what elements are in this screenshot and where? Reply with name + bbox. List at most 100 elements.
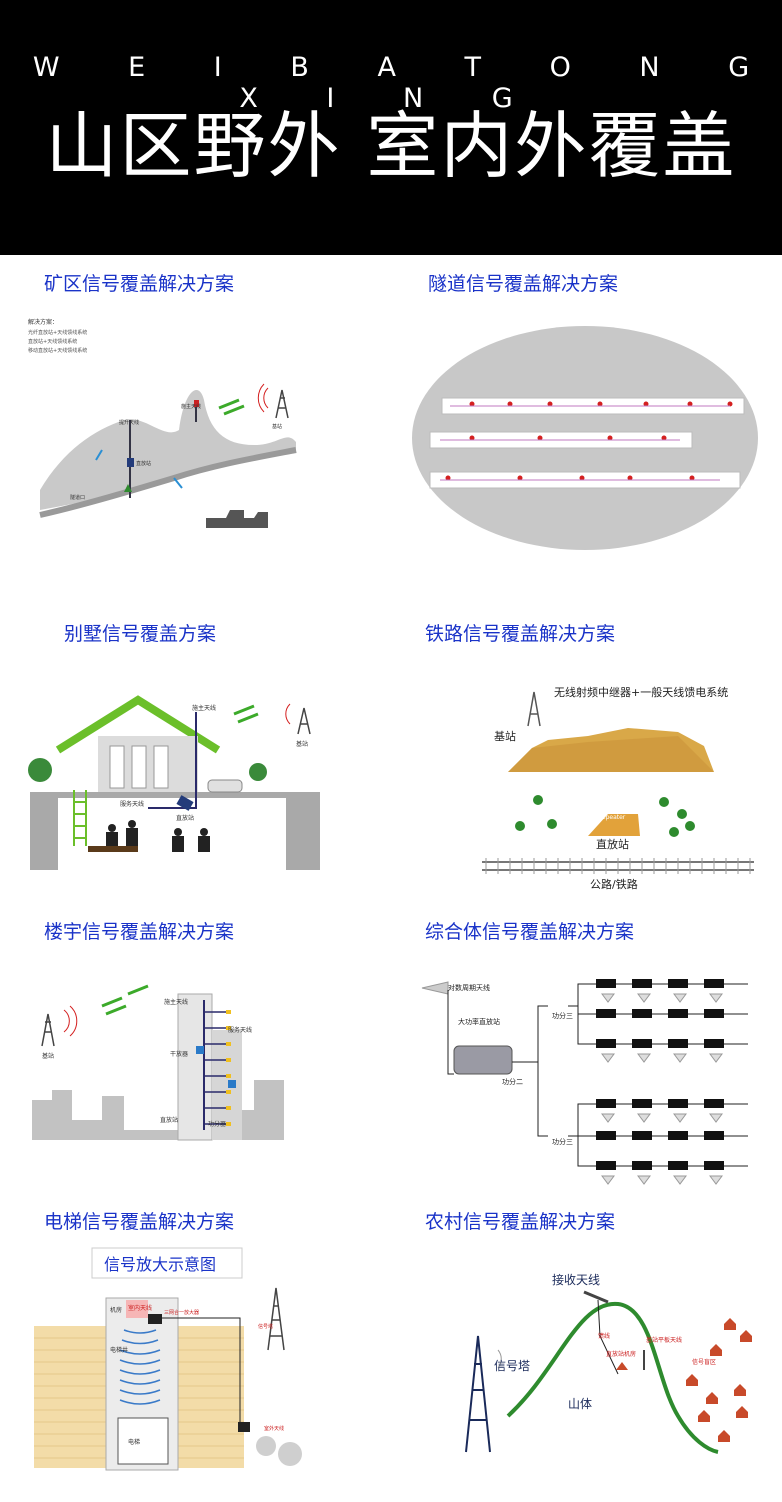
header-banner: W E I B A T O N G X I N G 山区野外 室内外覆盖 — [0, 0, 782, 255]
amplifier-box — [148, 1314, 162, 1324]
signal-tower-icon — [465, 1335, 491, 1453]
tower — [177, 993, 213, 1141]
window — [153, 745, 169, 789]
repeater-label: 直放站 — [596, 837, 629, 851]
section-title-villa: 别墅信号覆盖方案 — [64, 623, 217, 645]
donor-antenna-label: 施主天线 — [164, 998, 188, 1006]
outdoor-antenna-box — [238, 1422, 250, 1432]
base-station-label: 基站 — [494, 729, 516, 743]
tree-icon — [124, 484, 132, 492]
donor-antenna-icon — [194, 400, 199, 407]
tunnel-mouth-label: 隧道口 — [70, 494, 85, 501]
mountain-range — [40, 390, 296, 510]
sleepers — [485, 858, 751, 874]
signal-arcs — [285, 703, 291, 725]
repeater-box — [176, 795, 194, 811]
tower-wing — [212, 1030, 242, 1140]
outdoor-antenna-label: 室外天线 — [264, 1425, 284, 1432]
blind-zone-label: 信号盲区 — [692, 1358, 716, 1366]
feeder-label: 馈线 — [598, 1332, 610, 1340]
ladder — [73, 790, 87, 846]
ground-line — [58, 792, 286, 798]
indoor-antenna-box — [126, 1300, 148, 1318]
indoor-antenna-label: 室内天线 — [128, 1304, 152, 1312]
indoor-antennas — [226, 1010, 231, 1126]
plan-item: 光纤直放站+天线馈线系统 — [28, 329, 87, 336]
roof — [55, 695, 221, 754]
receive-antenna-icon — [583, 1290, 609, 1304]
amplifier-box — [196, 1046, 204, 1054]
shaft-label: 电梯井 — [110, 1346, 128, 1354]
receive-antenna-label: 接收天线 — [552, 1272, 600, 1287]
repeater-box — [127, 458, 134, 467]
base-station-icon — [527, 691, 541, 727]
building-diagram: 施主天线 服务天线 干放器 直放站 功分器 基站 — [28, 980, 312, 1150]
base-station-icon — [257, 383, 289, 419]
tree-icon — [28, 758, 52, 782]
brand-label: Amplitec — [596, 807, 622, 814]
window — [109, 745, 125, 789]
signal-waves — [101, 984, 149, 1016]
brand-text: W E I B A T O N G X I N G — [32, 52, 780, 114]
mountain-outline — [506, 1301, 719, 1454]
feeder-line — [597, 1299, 619, 1375]
section-title-rural: 农村信号覆盖解决方案 — [425, 1211, 616, 1233]
signal-waves — [119, 1329, 161, 1405]
base-station-label: 基站 — [296, 740, 308, 748]
diagram-title: 信号放大示意图 — [104, 1255, 216, 1274]
signal-waves — [233, 704, 259, 724]
complex-diagram: 对数周期天线 大功率直放站 功分二 功分三 功分三 — [418, 966, 764, 1196]
service-antenna-label: 服务天线 — [228, 1026, 252, 1034]
tree-icon — [249, 763, 267, 781]
splitter-label: 干放器 — [170, 1050, 188, 1058]
window — [131, 745, 147, 789]
feeder-lines — [440, 405, 730, 481]
plan-item: 直放站+天线馈线系统 — [28, 338, 77, 345]
div3a-label: 功分三 — [552, 1011, 573, 1020]
base-station-icon — [297, 707, 311, 735]
diagram-title-box — [91, 1247, 243, 1279]
ground-right — [286, 792, 320, 870]
signal-arcs — [497, 1349, 502, 1369]
brand-label: Repeater — [598, 814, 626, 821]
village-houses — [686, 1318, 752, 1442]
plan-title: 解决方案： — [28, 318, 58, 326]
mine-diagram: 解决方案： 光纤直放站+天线馈线系统 直放站+天线馈线系统 移动直放站+天线馈线… — [24, 310, 324, 540]
railway-diagram: 无线射频中继器+一般天线馈电系统 基站 Amplitec Repeater 直放… — [478, 676, 758, 894]
amp-note-label: 三网合一放大器 — [164, 1309, 199, 1316]
ceiling-antennas — [601, 993, 723, 1185]
repeater-label: 直放站 — [136, 460, 151, 467]
signal-tower-icon — [267, 1287, 285, 1351]
floor-feeders — [204, 1011, 226, 1125]
trunk-cable — [537, 1005, 548, 1137]
div2-label: 功分二 — [502, 1077, 523, 1086]
repeater-unit — [453, 1045, 513, 1075]
repeater-label: 直放站 — [160, 1116, 178, 1124]
skyline — [32, 1070, 284, 1140]
palm-trees — [515, 795, 695, 837]
line-amplifiers — [596, 979, 724, 1170]
people-icon — [106, 820, 210, 852]
ground-left — [30, 792, 58, 870]
repeater-room-label: 直放站机房 — [606, 1350, 636, 1358]
signal-tower-label: 信号塔 — [494, 1359, 530, 1373]
lift-antenna-label: 提升天线 — [119, 419, 139, 426]
elevator-car — [117, 1417, 169, 1465]
car-icon — [207, 779, 243, 793]
div3b-label: 功分三 — [552, 1137, 573, 1146]
plan-item: 移动直放站+天线馈线系统 — [28, 347, 87, 354]
repeater-room-icon — [616, 1362, 628, 1370]
lpda-antenna-icon — [421, 981, 449, 995]
base-station-label: 基站 — [272, 423, 282, 430]
section-title-elevator: 电梯信号覆盖解决方案 — [44, 1211, 235, 1233]
system-label: 无线射频中继器+一般天线馈电系统 — [554, 685, 728, 699]
section-title-mine: 矿区信号覆盖解决方案 — [44, 273, 235, 295]
headline: 山区野外 室内外覆盖 — [45, 104, 737, 188]
machine-room-label: 机房 — [110, 1306, 122, 1314]
antenna-markers — [445, 401, 733, 481]
donor-antenna-label: 施主天线 — [181, 403, 201, 410]
service-antenna-label: 服务天线 — [120, 800, 144, 808]
tree-icon — [278, 1442, 302, 1466]
table — [88, 846, 138, 852]
tunnel-diagram — [400, 312, 770, 562]
